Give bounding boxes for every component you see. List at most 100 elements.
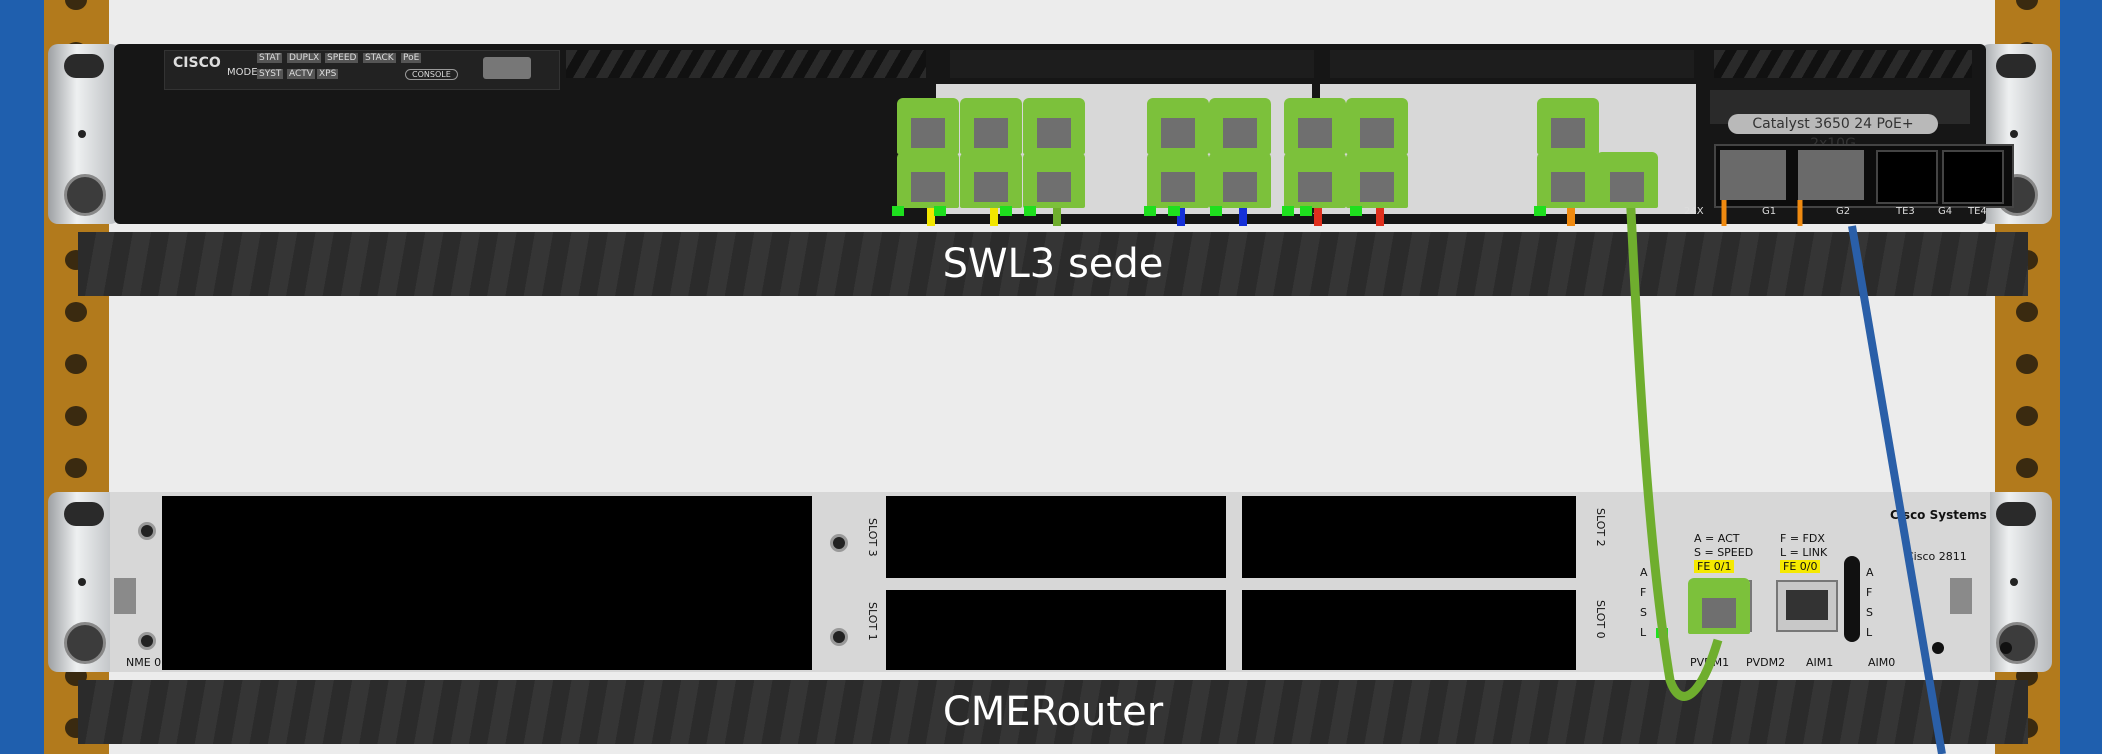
led-actv: ACTV (287, 69, 315, 79)
power-led (2000, 642, 2012, 654)
rail-hole (2016, 0, 2038, 10)
uplink-te4[interactable] (1942, 150, 2004, 204)
led-letter-l: L (1640, 626, 1647, 639)
router-ear-left (48, 492, 120, 672)
rail-hole (65, 406, 87, 426)
cable-connector[interactable] (1596, 152, 1658, 208)
rail-hole (65, 302, 87, 322)
vent-grille (1330, 50, 1694, 78)
rail-hole (65, 0, 87, 10)
port-link-led (1144, 206, 1156, 216)
uplink-te3[interactable] (1876, 150, 1938, 204)
led-letter-l: L (1866, 626, 1873, 639)
led-letter-f: F (1866, 586, 1873, 599)
port-label-24x: 24X (1684, 206, 1704, 217)
legend-link: L = LINK (1780, 546, 1828, 559)
rail-hole (2016, 406, 2038, 426)
rail-hole (65, 354, 87, 374)
screw-icon (138, 522, 156, 540)
router-handle (1950, 578, 1972, 614)
patch-cable[interactable] (1625, 189, 1723, 701)
cable-connector[interactable] (1284, 98, 1346, 154)
legend-act: A = ACT (1694, 532, 1740, 545)
router-chassis: NME 0 SLOT 3 SLOT 1 SLOT 2 SLOT 0 A = AC… (110, 492, 2012, 672)
legend-speed: S = SPEED (1694, 546, 1754, 559)
aim1-label: AIM1 (1806, 656, 1834, 669)
uplink-label-g4: G4 (1938, 206, 1953, 217)
port-link-led (1210, 206, 1222, 216)
cisco-logo: CISCO (173, 55, 221, 71)
cable-connector[interactable] (960, 98, 1022, 154)
switch-name-label: SWL3 sede (78, 232, 2028, 296)
slot1[interactable] (886, 590, 1226, 670)
cisco-systems-logo: Cisco Systems (1890, 508, 1987, 522)
led-letter-s: S (1640, 606, 1647, 619)
rail-hole (2016, 458, 2038, 478)
screw-icon (64, 174, 106, 216)
mode-button-label: MODE (227, 67, 258, 78)
power-led (1932, 642, 1944, 654)
port-link-led (934, 206, 946, 216)
led-poe: PoE (401, 53, 422, 63)
nme-slot[interactable] (162, 496, 812, 670)
cable-connector[interactable] (1284, 152, 1346, 208)
slot3[interactable] (886, 496, 1226, 578)
cable-connector[interactable] (1537, 152, 1599, 208)
port-link-led (1282, 206, 1294, 216)
screw-icon (138, 632, 156, 650)
led-letter-a: A (1640, 566, 1648, 579)
led-letter-f: F (1640, 586, 1647, 599)
port-link-led (1534, 206, 1546, 216)
router-device[interactable]: NME 0 SLOT 3 SLOT 1 SLOT 2 SLOT 0 A = AC… (48, 492, 2052, 672)
slot1-label: SLOT 1 (866, 602, 879, 641)
cable-connector[interactable] (1346, 98, 1408, 154)
port-link-led (1024, 206, 1036, 216)
uplink-g1[interactable] (1720, 150, 1786, 200)
cable-connector[interactable] (1209, 98, 1271, 154)
patch-cable[interactable] (1848, 225, 1946, 754)
vent-grille (1714, 50, 1972, 78)
led-duplx: DUPLX (287, 53, 322, 63)
pvdm2-label: PVDM2 (1746, 656, 1786, 669)
slot2[interactable] (1242, 496, 1576, 578)
cable-connector[interactable] (1537, 98, 1599, 154)
cable-connector[interactable] (1346, 152, 1408, 208)
led-letter-a: A (1866, 566, 1874, 579)
cable-connector[interactable] (960, 152, 1022, 208)
led-speed: SPEED (325, 53, 359, 63)
usb-port[interactable] (483, 57, 531, 79)
led-syst: SYST (257, 69, 284, 79)
legend-fdx: F = FDX (1780, 532, 1825, 545)
led-stack: STACK (363, 53, 396, 63)
cable-connector[interactable] (1147, 98, 1209, 154)
port-link-led (892, 206, 904, 216)
console-port[interactable]: CONSOLE (405, 69, 458, 80)
cable-connector[interactable] (897, 98, 959, 154)
led-xps: XPS (317, 69, 339, 79)
port-link-led (1000, 206, 1012, 216)
cable-connector[interactable] (1147, 152, 1209, 208)
aim0-label: AIM0 (1868, 656, 1896, 669)
led-stat: STAT (257, 53, 283, 63)
uplink-module (1714, 144, 2014, 208)
router-handle (114, 578, 136, 614)
cable-connector[interactable] (1688, 578, 1750, 634)
port-link-led (1300, 206, 1312, 216)
cable-connector[interactable] (1023, 98, 1085, 154)
uplink-g2[interactable] (1798, 150, 1864, 200)
port-link-led (1168, 206, 1180, 216)
cable-connector[interactable] (897, 152, 959, 208)
vent-grille (950, 50, 1314, 78)
rail-hole (65, 458, 87, 478)
slot0[interactable] (1242, 590, 1576, 670)
cable-connector[interactable] (1209, 152, 1271, 208)
switch-ear-left (48, 44, 120, 224)
fe01-label: FE 0/1 (1694, 560, 1735, 573)
vent-grille (566, 50, 926, 78)
led-letter-s: S (1866, 606, 1873, 619)
rail-hole (2016, 302, 2038, 322)
fe00-port[interactable] (1776, 580, 1838, 632)
cable-connector[interactable] (1023, 152, 1085, 208)
slot2-label: SLOT 2 (1594, 508, 1607, 547)
screw-icon (830, 534, 848, 552)
